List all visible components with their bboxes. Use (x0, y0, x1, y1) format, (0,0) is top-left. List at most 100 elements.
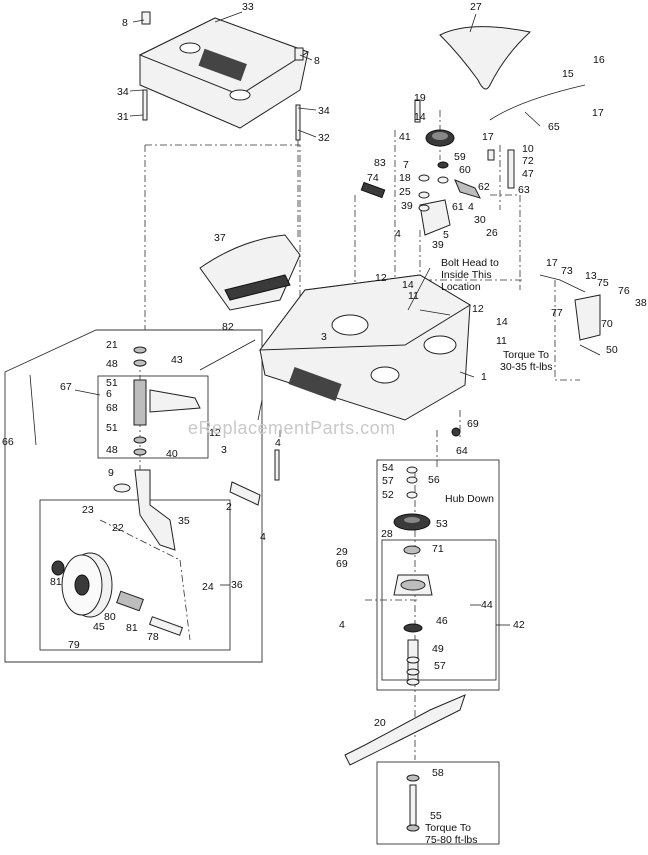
discharge-chute-37 (199, 234, 301, 311)
callout-labels: 8 33 27 8 34 31 34 32 16 15 17 19 14 65 … (2, 1, 647, 822)
callout: 4 (275, 437, 281, 449)
annotation-notes: Bolt Head to Inside This Location Torque… (425, 257, 553, 846)
callout: 2 (226, 501, 232, 513)
callout: 4 (468, 201, 474, 213)
callout: 68 (106, 402, 118, 414)
note-torque-deck-line-1: Torque To (503, 349, 549, 361)
axle-78 (148, 616, 184, 636)
washer-9 (113, 483, 131, 493)
callout: 24 (202, 581, 214, 593)
group-box-66 (4, 329, 263, 663)
callout: 7 (403, 159, 409, 171)
callout: 81 (126, 622, 138, 634)
callout: 63 (518, 184, 530, 196)
watermark: eReplacementParts.com (188, 418, 396, 438)
callout: 14 (414, 111, 426, 123)
blade-20 (344, 694, 466, 766)
callout: 31 (117, 111, 129, 123)
callout: 60 (459, 164, 471, 176)
caster-pivot-67 (133, 346, 201, 456)
callout: 44 (481, 599, 493, 611)
spring-74 (360, 181, 386, 199)
callout: 52 (382, 489, 394, 501)
callout: 48 (106, 358, 118, 370)
callout: 14 (496, 316, 508, 328)
callout: 55 (430, 810, 442, 822)
callout: 74 (367, 172, 379, 184)
callout: 25 (399, 186, 411, 198)
blade-pulley-53 (393, 513, 431, 531)
callout: 61 (452, 201, 464, 213)
callout: 4 (260, 531, 266, 543)
engine-cover-33 (138, 17, 310, 129)
callout: 3 (221, 444, 227, 456)
callout: 51 (106, 377, 118, 389)
callout: 46 (436, 615, 448, 627)
note-torque-blade-line-2: 75-80 ft-lbs (425, 834, 478, 846)
callout: 79 (68, 639, 80, 651)
note-bolt-head-line-1: Bolt Head to (441, 257, 499, 269)
callout: 34 (117, 86, 129, 98)
group-box-44 (381, 539, 497, 681)
callout: 70 (601, 318, 613, 330)
callout: 57 (382, 475, 394, 487)
callout: 78 (147, 631, 159, 643)
callout: 33 (242, 1, 254, 13)
group-box-55 (376, 761, 500, 845)
callout: 81 (50, 576, 62, 588)
callout: 29 (336, 546, 348, 558)
callout: 53 (436, 518, 448, 530)
blade-bolt-55 (406, 774, 420, 832)
callout: 17 (592, 107, 604, 119)
callout: 59 (454, 151, 466, 163)
mower-deck-1 (258, 274, 471, 421)
callout: 17 (482, 131, 494, 143)
callout: 50 (606, 344, 618, 356)
callout: 5 (443, 229, 449, 241)
callout: 4 (395, 228, 401, 240)
callout: 51 (106, 422, 118, 434)
callout: 40 (166, 448, 178, 460)
group-box-36 (39, 499, 231, 651)
callout: 18 (399, 172, 411, 184)
group-box-67 (97, 375, 209, 459)
callout: 22 (112, 522, 124, 534)
callout: 9 (108, 467, 114, 479)
callout: 49 (432, 643, 444, 655)
callout: 26 (486, 227, 498, 239)
callout: 67 (60, 381, 72, 393)
callout: 43 (171, 354, 183, 366)
callout: 41 (399, 131, 411, 143)
callout: 4 (339, 619, 345, 631)
callout: 35 (178, 515, 190, 527)
callout: 54 (382, 462, 394, 474)
callout: 6 (106, 388, 112, 400)
note-torque-deck-line-2: 30-35 ft-lbs (500, 361, 553, 373)
callout: 12 (209, 427, 221, 439)
callout: 48 (106, 444, 118, 456)
callout: 80 (104, 611, 116, 623)
bracket-70 (574, 294, 601, 341)
callout: 76 (618, 285, 630, 297)
callout: 12 (375, 272, 387, 284)
callout: 17 (546, 257, 558, 269)
callout: 28 (381, 528, 393, 540)
callout: 57 (434, 660, 446, 672)
callout: 12 (472, 303, 484, 315)
callout: 8 (122, 17, 128, 29)
callout: 21 (106, 339, 118, 351)
callout: 82 (222, 321, 234, 333)
callout: 65 (548, 121, 560, 133)
callout: 47 (522, 168, 534, 180)
callout: 75 (597, 277, 609, 289)
callout: 3 (321, 331, 327, 343)
leader-lines (29, 11, 541, 626)
note-bolt-head-line-2: Inside This (441, 269, 492, 281)
callout: 19 (414, 92, 426, 104)
callout: 10 (522, 143, 534, 155)
belt-27 (439, 26, 532, 90)
callout: 42 (513, 619, 525, 631)
rod-43 (199, 339, 256, 371)
pulley-41 (425, 129, 455, 147)
